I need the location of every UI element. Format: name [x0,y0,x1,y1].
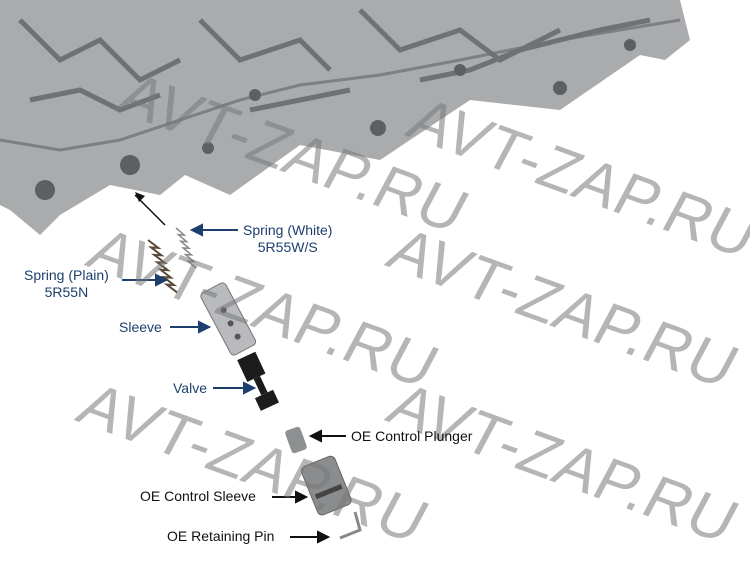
label-spring-white: Spring (White) 5R55W/S [243,222,332,256]
oe-control-sleeve [300,455,352,516]
parts [134,192,362,540]
part-number: 5R55W/S [257,239,318,255]
oe-retaining-pin [339,511,362,540]
valve-body [0,0,690,235]
label-oe-control-plunger: OE Control Plunger [351,428,473,444]
label-valve: Valve [173,380,207,396]
label-sleeve: Sleeve [119,319,162,335]
spring-white [175,227,197,269]
sleeve [200,282,257,356]
oe-control-plunger [285,426,307,454]
label-oe-retaining-pin: OE Retaining Pin [167,528,275,544]
label-oe-control-sleeve: OE Control Sleeve [140,488,256,504]
valve [237,351,279,411]
part-number: 5R55N [44,284,89,300]
label-arrows [122,223,346,544]
label-text: Spring (Plain) [24,267,109,283]
label-text: Spring (White) [243,222,333,238]
spring-plain [147,239,178,294]
arrow-head [135,192,145,202]
label-spring-plain: Spring (Plain) 5R55N [24,267,109,301]
